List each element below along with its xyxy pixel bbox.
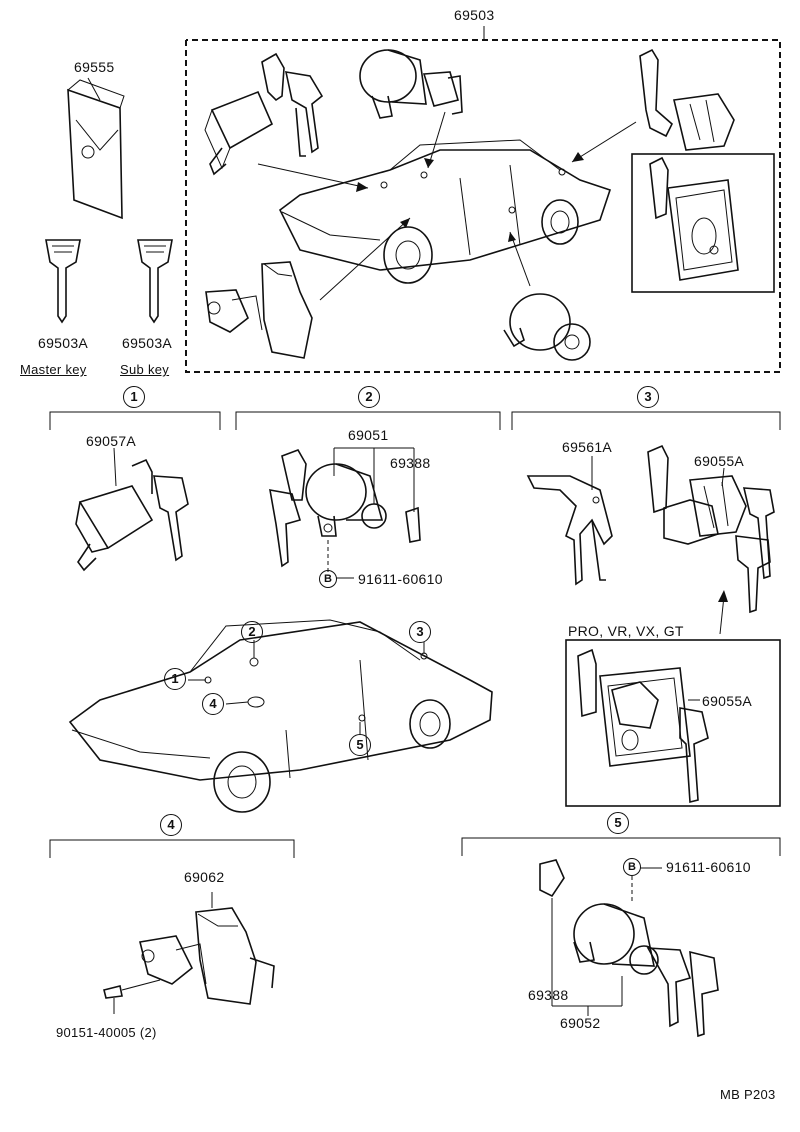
car-callout-3: 3 bbox=[409, 621, 431, 643]
bolt-marker-b-1: B bbox=[319, 570, 337, 588]
group5-door-cylinder bbox=[539, 859, 719, 1038]
group5-clip-part-number: 69388 bbox=[528, 987, 569, 1003]
sub-key-caption: Sub key bbox=[120, 362, 170, 377]
sub-key-part-number: 69503A bbox=[122, 335, 173, 351]
master-key-caption: Master key bbox=[20, 362, 87, 377]
car-callout-5: 5 bbox=[349, 734, 371, 756]
assembly-trunk-cylinder bbox=[631, 48, 775, 293]
assembly-cylinder-top bbox=[359, 49, 463, 119]
group3-bracket bbox=[526, 456, 613, 586]
group5-cylinder-part-number: 69052 bbox=[560, 1015, 601, 1031]
callout-2: 2 bbox=[358, 386, 380, 408]
variant-cylinder-part-number: 69055A bbox=[702, 693, 753, 709]
car-callout-4: 4 bbox=[202, 693, 224, 715]
group3-cylinder-part-number: 69055A bbox=[694, 453, 745, 469]
callout-5: 5 bbox=[607, 812, 629, 834]
assembly-frame bbox=[185, 26, 781, 373]
key-case-illustration bbox=[67, 77, 125, 220]
assembly-car-illustration bbox=[278, 139, 612, 284]
variant-caption: PRO, VR, VX, GT bbox=[568, 623, 684, 639]
assembly-round-cylinder bbox=[503, 293, 591, 361]
bolt-marker-b-2: B bbox=[623, 858, 641, 876]
master-key-illustration bbox=[45, 239, 81, 324]
group1-part-number: 69057A bbox=[86, 433, 137, 449]
lower-car-illustration bbox=[68, 619, 493, 813]
group5-bolt-part-number: 91611-60610 bbox=[666, 859, 751, 875]
car-callout-1: 1 bbox=[164, 668, 186, 690]
group4-screw-part-number: 90151-40005 (2) bbox=[56, 1025, 157, 1040]
callout-4: 4 bbox=[160, 814, 182, 836]
group2-bolt-part-number: 91611-60610 bbox=[358, 571, 443, 587]
callout-1: 1 bbox=[123, 386, 145, 408]
group4-part-number: 69062 bbox=[184, 869, 225, 885]
assembly-part-number: 69503 bbox=[454, 7, 495, 23]
group3-bracket-part-number: 69561A bbox=[562, 439, 613, 455]
assembly-arrows bbox=[257, 111, 637, 301]
page-code: MB P203 bbox=[720, 1087, 776, 1102]
car-callout-2: 2 bbox=[241, 621, 263, 643]
group2-door-cylinder bbox=[269, 447, 421, 579]
group4-glovebox-lock bbox=[103, 892, 275, 1014]
sub-key-illustration bbox=[137, 239, 173, 324]
section-brackets bbox=[49, 411, 781, 858]
master-key-part-number: 69503A bbox=[38, 335, 89, 351]
callout-3: 3 bbox=[637, 386, 659, 408]
group2-cylinder-part-number: 69051 bbox=[348, 427, 389, 443]
assembly-ignition-lock bbox=[204, 52, 324, 176]
group1-ignition-cylinder bbox=[75, 447, 189, 572]
assembly-glovebox-lock bbox=[205, 261, 313, 359]
key-case-part-number: 69555 bbox=[74, 59, 115, 75]
group3-trunk-cylinder bbox=[647, 444, 775, 635]
group2-clip-part-number: 69388 bbox=[390, 455, 431, 471]
variant-box bbox=[565, 639, 781, 807]
